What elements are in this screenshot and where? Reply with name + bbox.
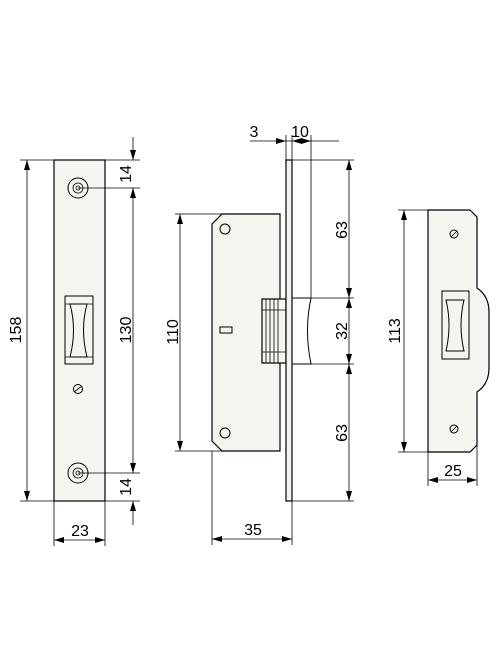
lock-body-view: 110 35 3 10 (165, 124, 354, 545)
faceplate-bolt-opening (64, 295, 94, 365)
dim-right-stack: 63 32 63 (292, 159, 354, 502)
dim-body-height-label: 110 (165, 319, 182, 345)
dim-top-offsets: 3 10 (250, 124, 339, 298)
dim-faceplate-width: 23 (53, 501, 106, 546)
lock-body-keyhole (219, 326, 233, 334)
strike-plate (427, 209, 490, 453)
faceplate (53, 159, 106, 502)
faceplate-view: 158 130 14 14 (8, 137, 140, 546)
dim-strike-length-label: 113 (387, 318, 404, 344)
dim-body-height: 110 (165, 213, 222, 452)
strike-opening-profile (445, 299, 465, 352)
dim-faceplate-width-label: 23 (71, 523, 89, 540)
dim-bolt-height-label: 32 (334, 322, 351, 340)
dim-strike-width-label: 25 (444, 463, 462, 480)
dim-faceplate-length: 158 (8, 159, 54, 502)
dim-bolt-projection-label: 10 (291, 124, 309, 141)
lock-faceplate-edge (285, 159, 293, 502)
lock-latch-projection (292, 297, 312, 365)
dim-top-offset-label: 14 (118, 165, 135, 183)
strike-bottom-screw-hole (449, 424, 459, 434)
dim-hole-spacing-label: 130 (118, 317, 135, 344)
lock-body-bottom-hole (219, 427, 231, 439)
dim-strike-length: 113 (387, 209, 428, 453)
dim-strike-width: 25 (427, 445, 478, 486)
lock-body-top-hole (219, 223, 231, 235)
dim-backset-label: 35 (244, 522, 262, 539)
faceplate-center-screw (73, 384, 83, 394)
dim-lower-offset-label: 63 (334, 424, 351, 442)
dim-backset: 35 (211, 451, 293, 545)
strike-top-screw-hole (449, 229, 459, 239)
dim-plate-thickness-label: 3 (250, 124, 259, 141)
dim-top-offset: 14 (105, 137, 140, 183)
dim-bottom-offset: 14 (105, 478, 140, 525)
strike-opening (441, 290, 470, 360)
dim-faceplate-length-label: 158 (8, 317, 25, 344)
dim-bottom-offset-label: 14 (118, 478, 135, 496)
strike-plate-view: 113 25 (387, 209, 490, 486)
dim-hole-spacing: 130 (78, 187, 140, 474)
dim-upper-offset-label: 63 (334, 221, 351, 239)
